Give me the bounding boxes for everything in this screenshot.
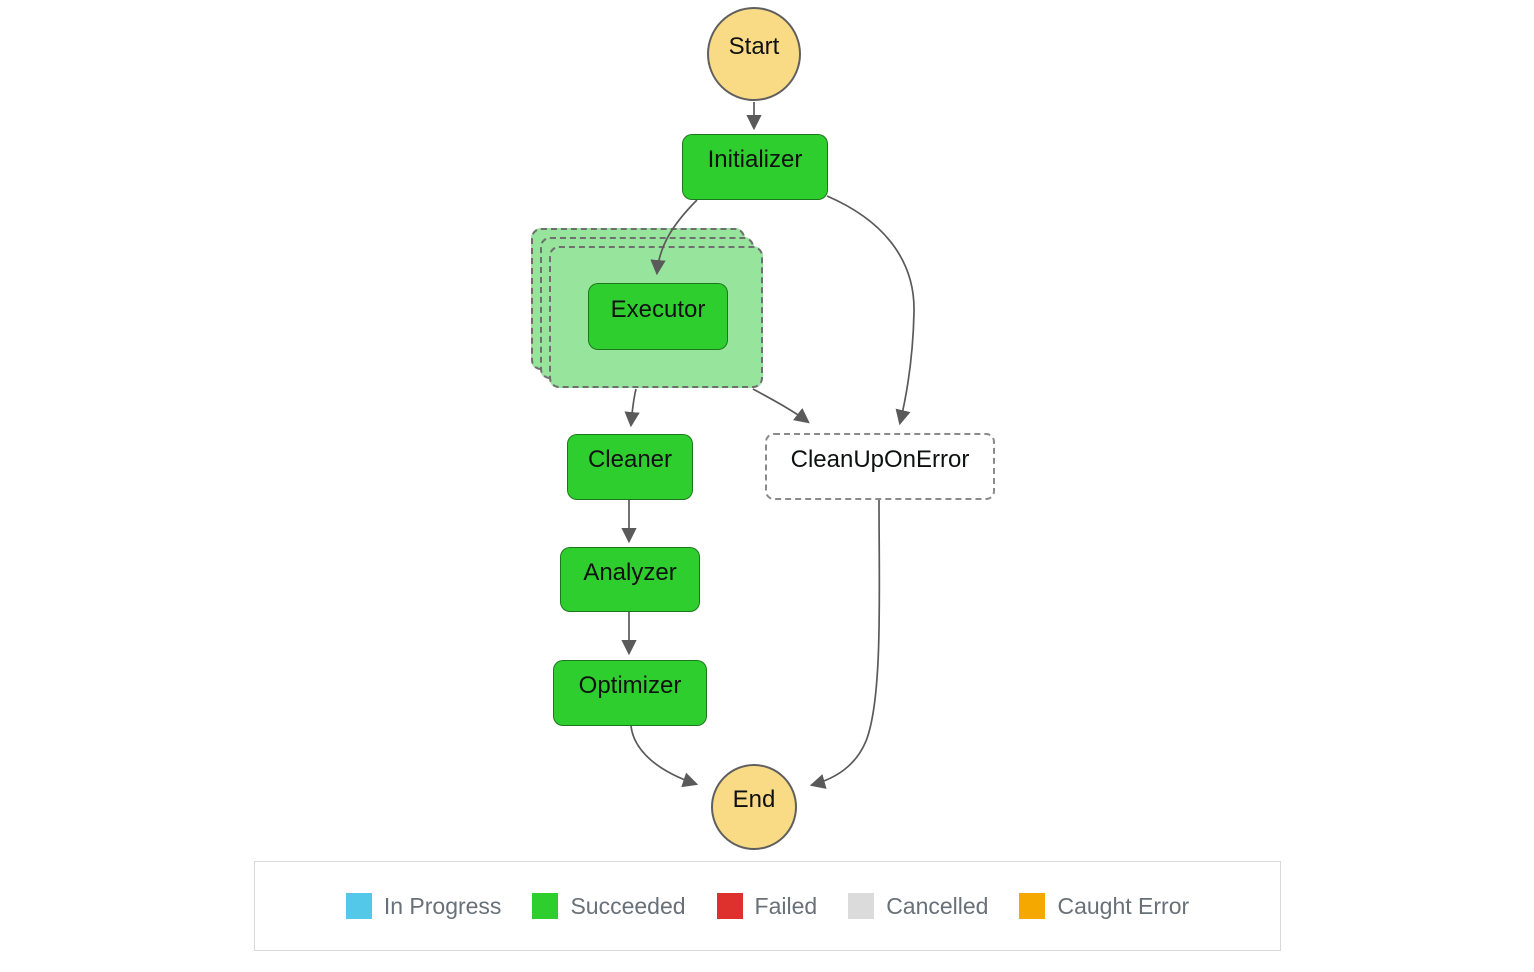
start-node: Start <box>707 7 801 101</box>
legend-item-in-progress: In Progress <box>345 892 502 920</box>
end-node-label: End <box>732 786 776 813</box>
state-node-analyzer[interactable]: Analyzer <box>560 547 700 612</box>
state-node-initializer[interactable]: Initializer <box>682 134 828 200</box>
edge-executor-cleaner <box>624 388 640 428</box>
status-legend: In Progress Succeeded Failed Cancelled C… <box>254 861 1281 951</box>
state-node-label: CleanUpOnError <box>790 445 970 473</box>
failed-swatch-icon <box>716 893 743 919</box>
legend-label: Succeeded <box>570 892 686 919</box>
state-node-label: Cleaner <box>587 446 673 473</box>
legend-label: Cancelled <box>886 892 989 919</box>
edge-cleanuponerror-end <box>809 499 881 789</box>
state-node-executor[interactable]: Executor <box>588 283 728 350</box>
edge-executor-cleanuponerror <box>752 388 810 424</box>
legend-item-failed: Failed <box>716 892 818 920</box>
state-node-cleaner[interactable]: Cleaner <box>567 434 693 500</box>
legend-item-caught-error: Caught Error <box>1019 893 1189 920</box>
state-node-cleanuponerror[interactable]: CleanUpOnError <box>765 433 995 500</box>
start-node-label: Start <box>728 33 780 60</box>
state-node-label: Executor <box>610 295 706 323</box>
legend-item-cancelled: Cancelled <box>848 893 988 920</box>
state-node-label: Initializer <box>707 146 803 173</box>
edge-optimizer-end <box>630 725 699 788</box>
state-node-label: Optimizer <box>578 672 682 699</box>
edge-initializer-cleanuponerror <box>826 195 915 426</box>
succeeded-swatch-icon <box>532 893 559 919</box>
state-node-optimizer[interactable]: Optimizer <box>553 660 707 726</box>
legend-label: Failed <box>754 892 818 919</box>
legend-item-succeeded: Succeeded <box>532 892 686 920</box>
cancelled-swatch-icon <box>848 893 875 919</box>
legend-label: In Progress <box>383 892 502 919</box>
end-node: End <box>711 764 797 850</box>
legend-label: Caught Error <box>1057 892 1190 919</box>
state-node-label: Analyzer <box>583 558 677 586</box>
in-progress-swatch-icon <box>345 893 372 919</box>
caught-error-swatch-icon <box>1019 893 1046 919</box>
